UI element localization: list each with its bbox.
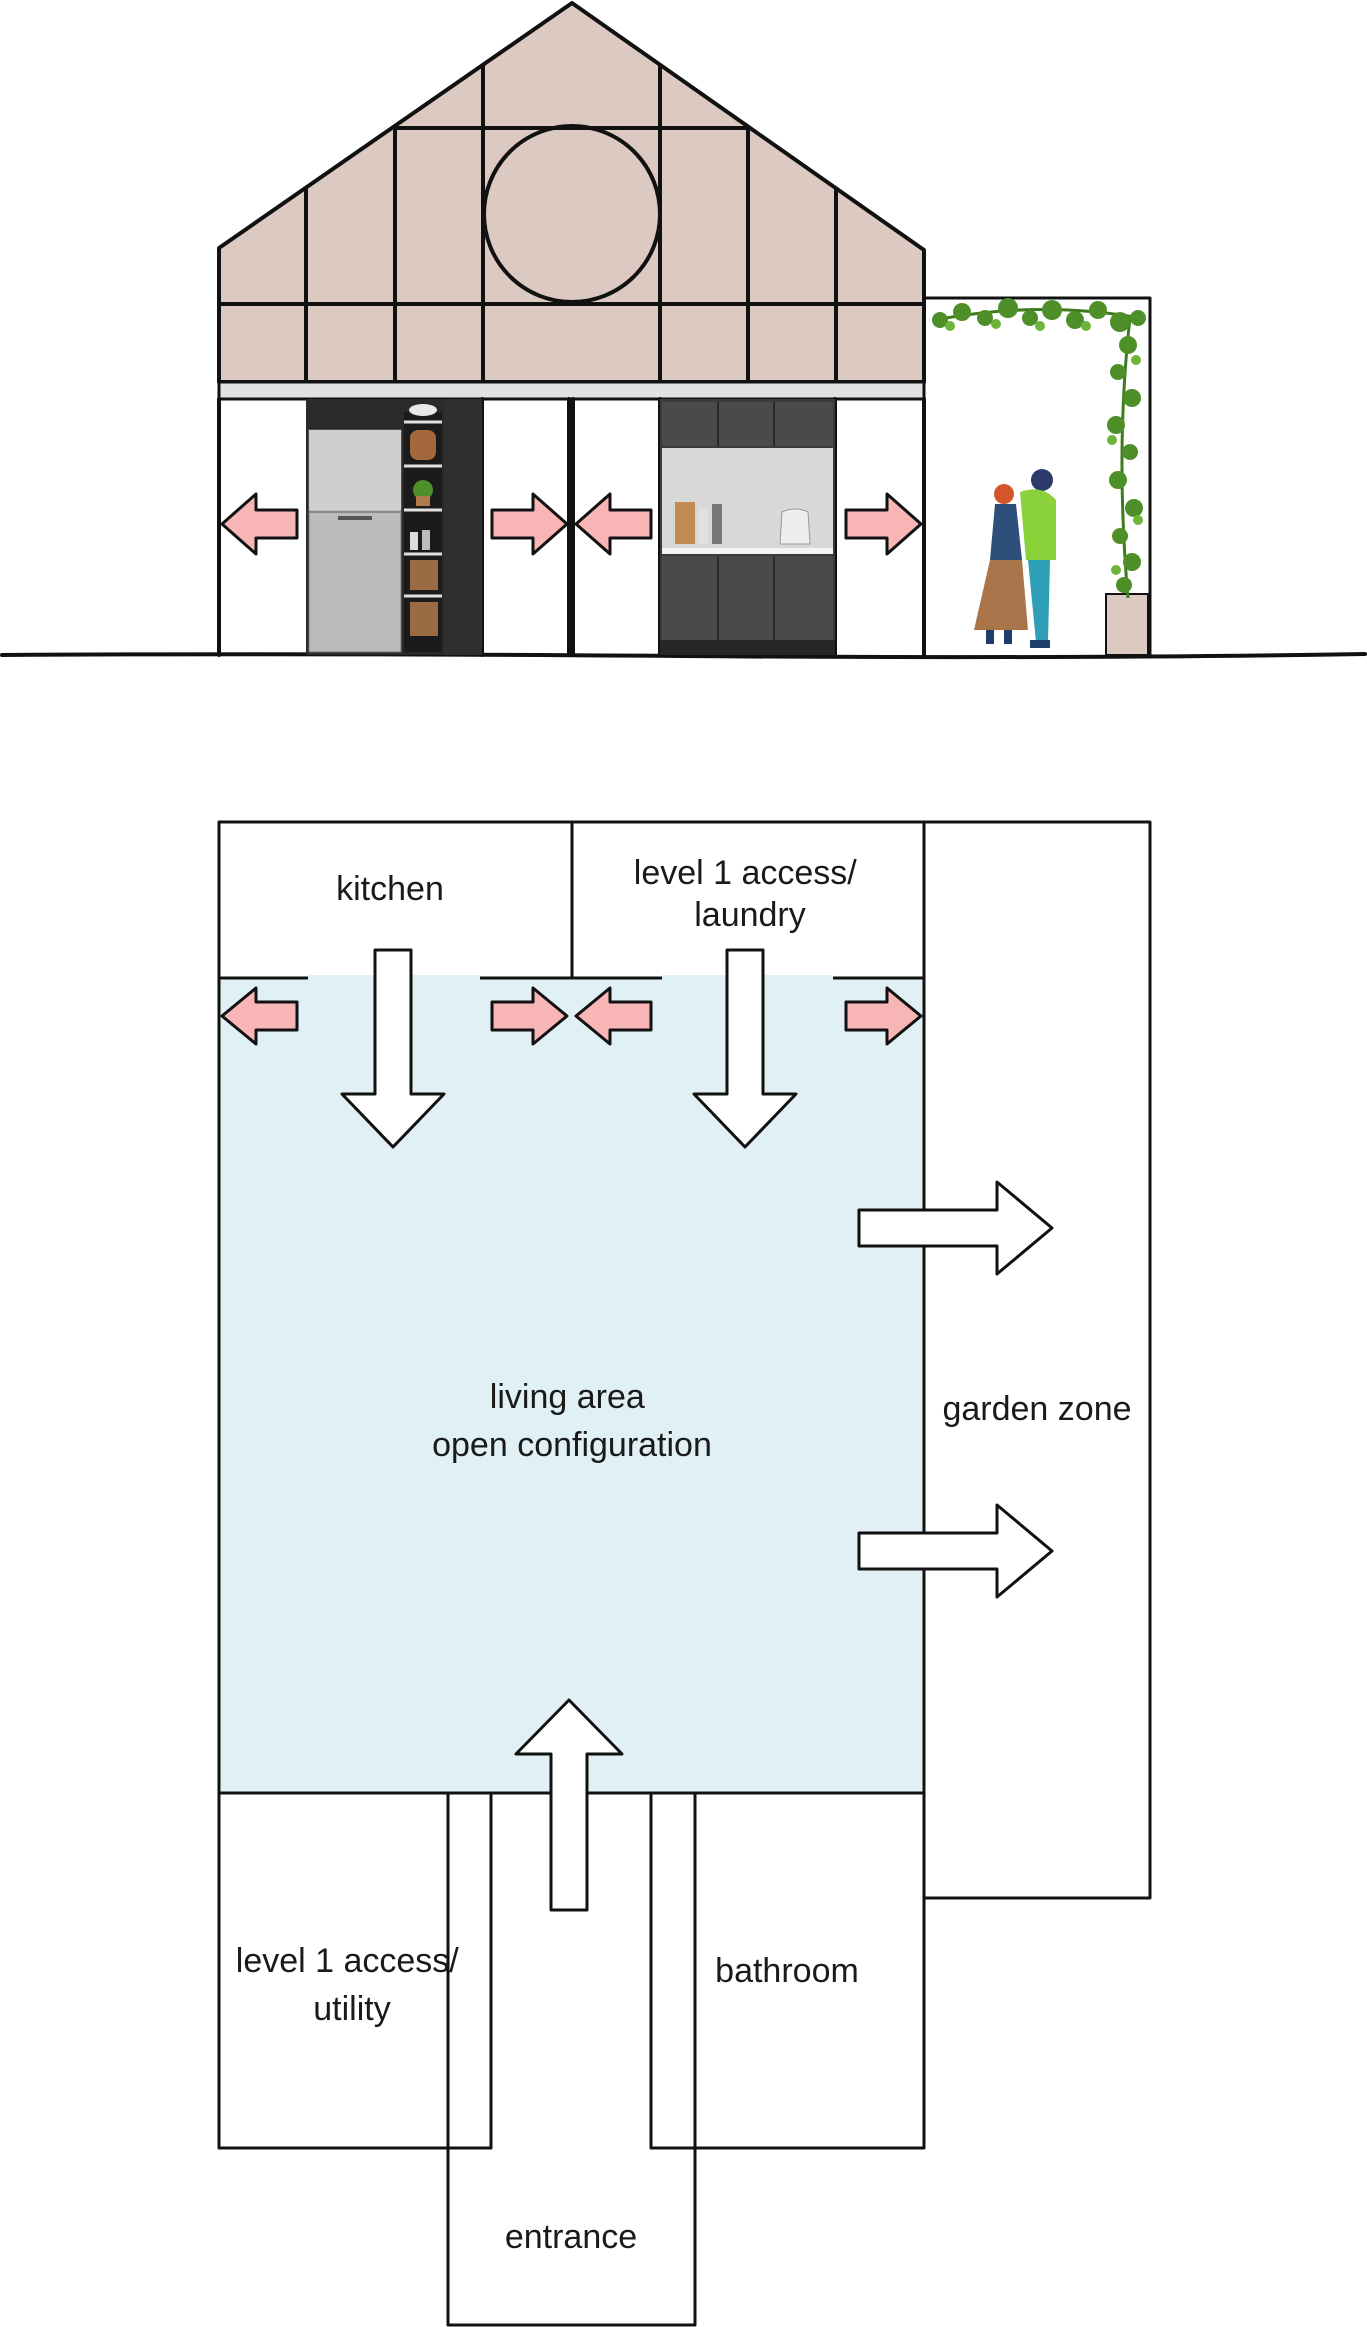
arrow-up-entrance (514, 1698, 624, 1912)
arrow-right-garden-2 (857, 1503, 1054, 1599)
arrow-down-kitchen (340, 948, 446, 1149)
plan-pink-arrow-right-1 (490, 986, 569, 1046)
plan-pink-arrow-left-2 (574, 986, 653, 1046)
flow-arrows (340, 948, 1054, 1912)
elevation-pink-arrows (220, 492, 923, 556)
beam (217, 380, 926, 401)
round-window (482, 124, 662, 304)
room-living-area (219, 978, 924, 1793)
pergola (924, 296, 1152, 656)
arrow-down-laundry (692, 948, 798, 1149)
label-kitchen: kitchen (336, 870, 444, 908)
label-level1-utility: level 1 access/ utility (236, 1942, 468, 2028)
arrow-right-garden-1 (857, 1180, 1054, 1276)
label-bathroom: bathroom (715, 1952, 859, 1990)
plan-pink-arrow-right-2 (844, 986, 923, 1046)
label-level1-laundry: level 1 access/ laundry (634, 854, 866, 934)
room-bathroom (649, 1791, 926, 2150)
ivy-plant (932, 298, 1146, 599)
ground-line (0, 652, 1367, 660)
pink-arrow-left-1 (220, 492, 299, 556)
plan-pink-arrow-left-1 (220, 986, 299, 1046)
floor-plan: kitchen level 1 access/ laundry living a… (217, 820, 1152, 2327)
pink-arrow-right-2 (844, 492, 923, 556)
label-living-area: living area open configuration (432, 1378, 712, 1464)
couple-figures (974, 469, 1056, 648)
living-outline (217, 976, 926, 1793)
planter (1105, 593, 1149, 656)
fridge-unit (306, 399, 482, 655)
room-level1-utility (217, 1791, 493, 2150)
label-garden-zone: garden zone (942, 1390, 1131, 1428)
pink-arrow-right-1 (490, 492, 569, 556)
elevation-view (0, 1, 1367, 660)
label-entrance: entrance (505, 2218, 637, 2256)
pink-arrow-left-2 (574, 492, 653, 556)
kitchen-unit (660, 399, 835, 655)
room-garden-zone (922, 820, 1152, 1900)
plan-pink-arrows (220, 986, 923, 1046)
roof-gable (217, 1, 926, 384)
